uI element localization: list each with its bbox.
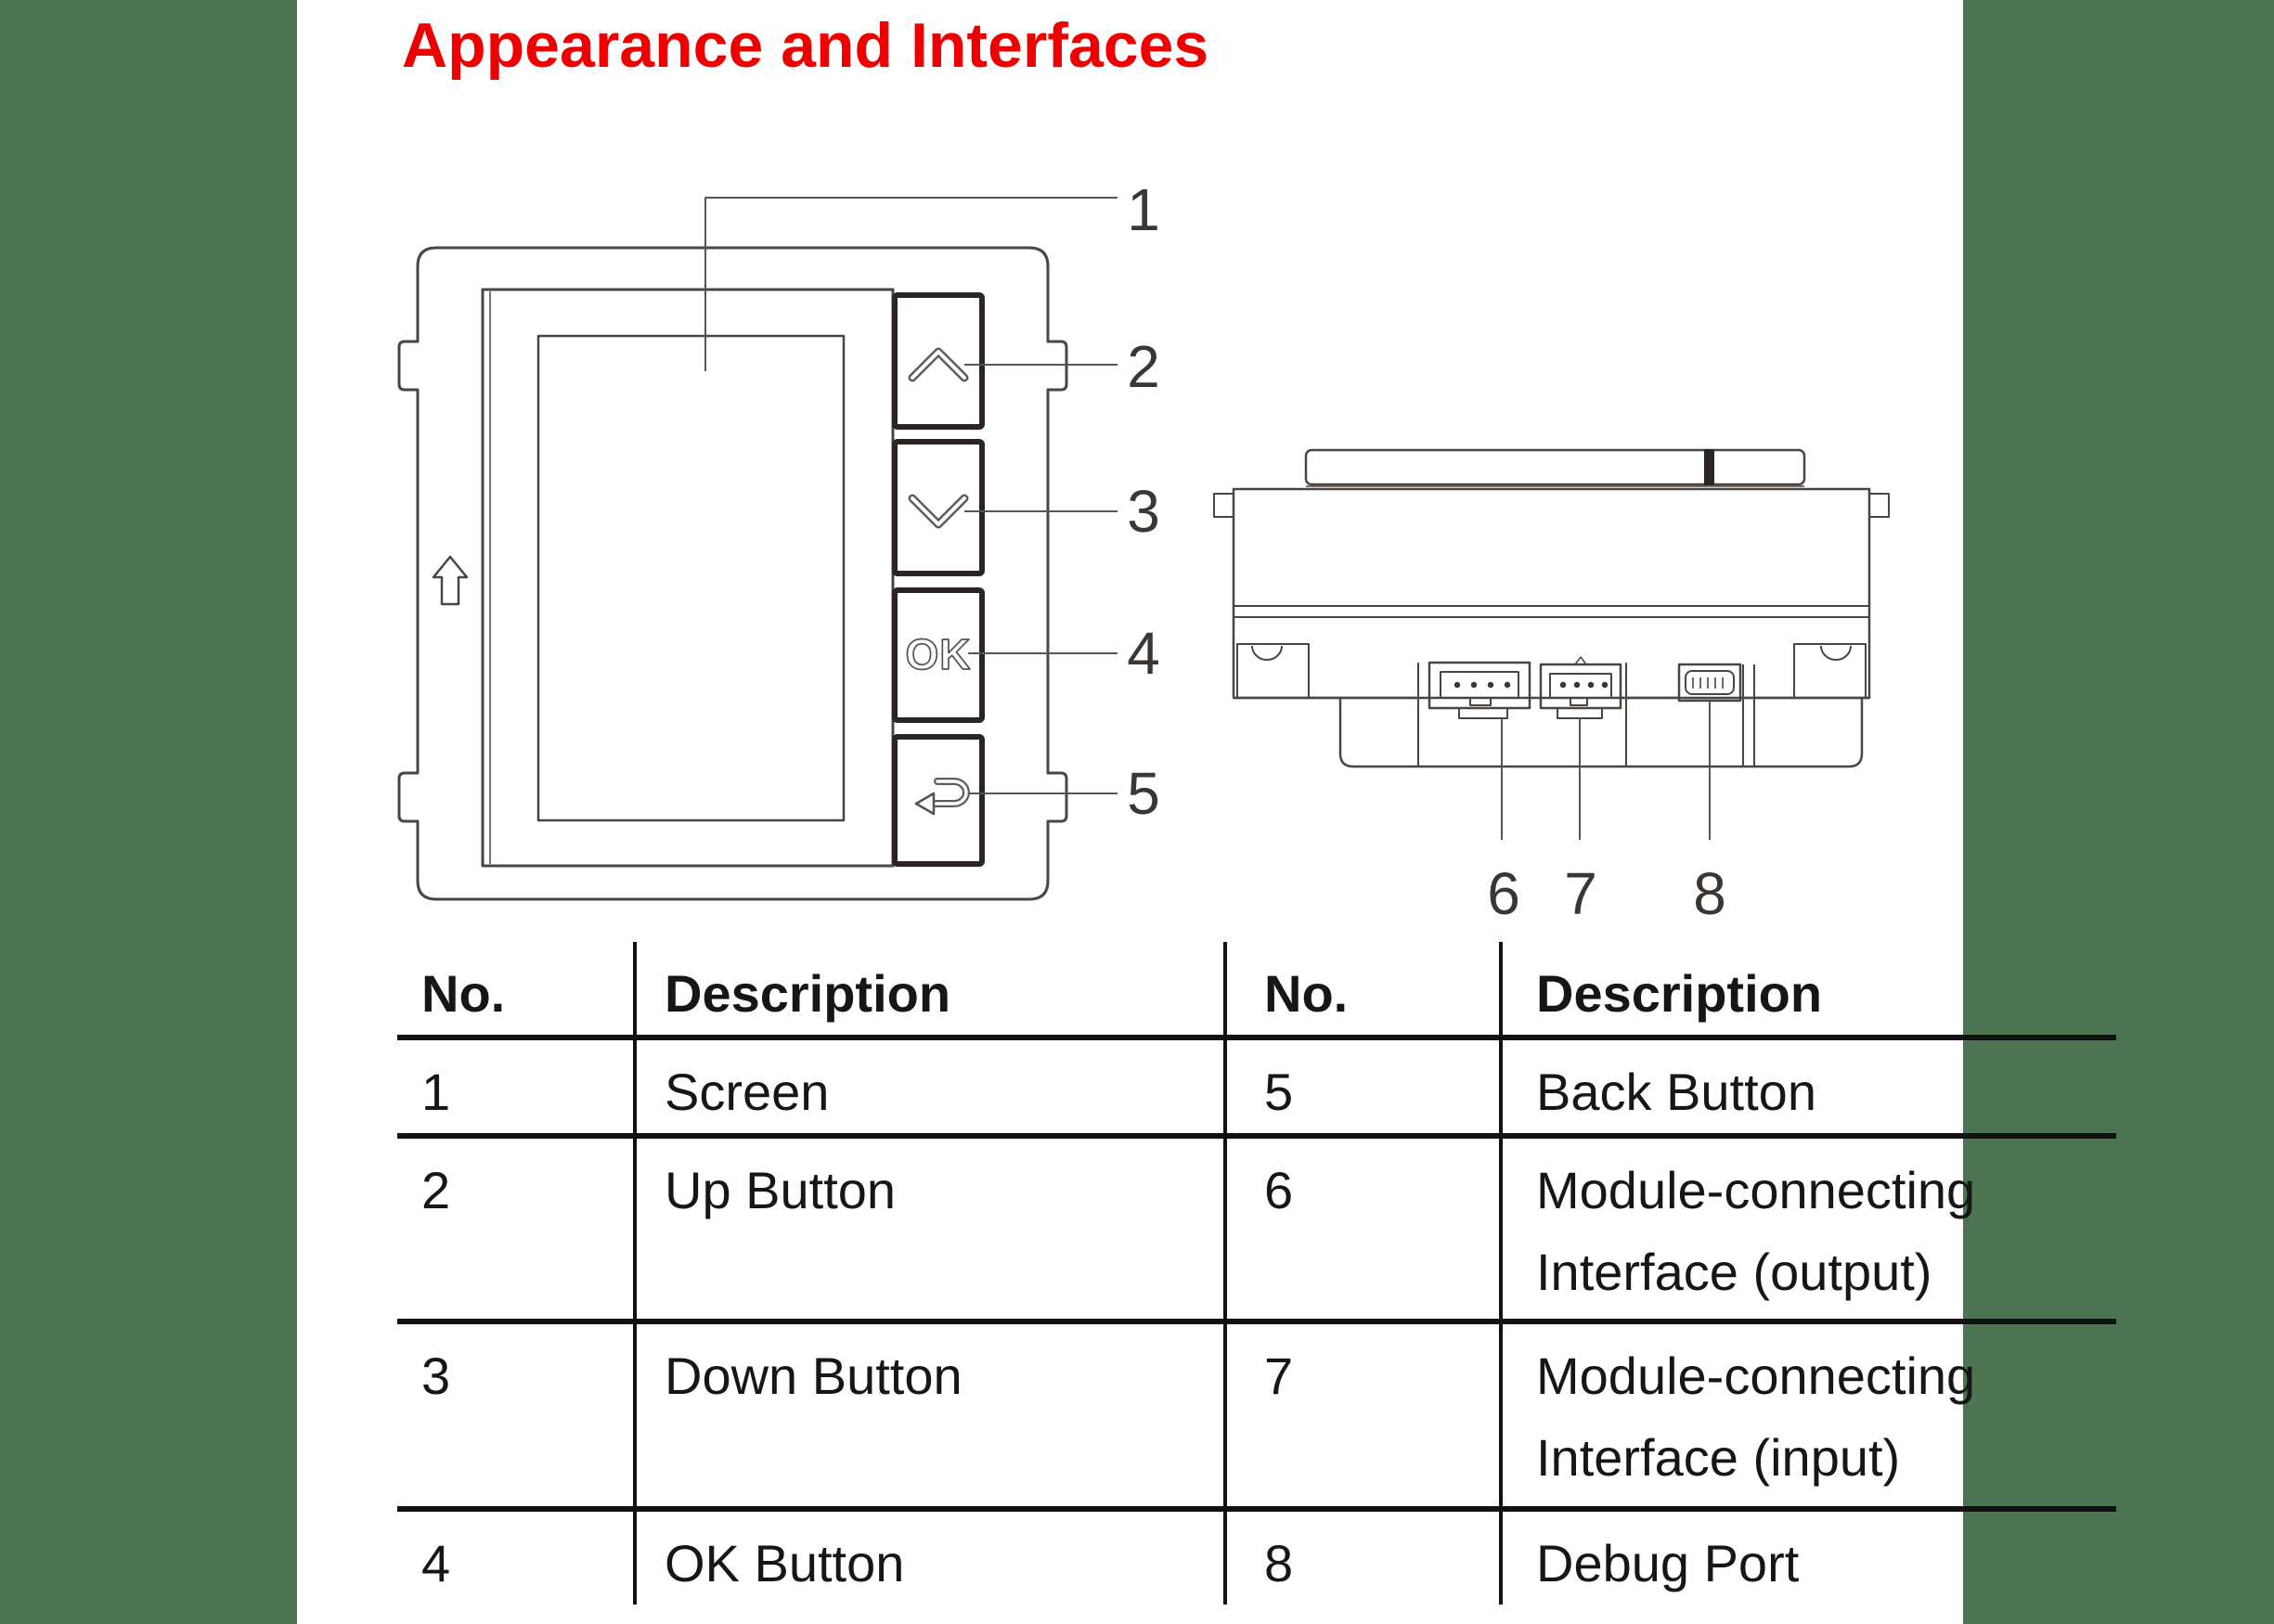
rear-cap (1304, 448, 1806, 486)
table-cell: 3 (421, 1347, 451, 1405)
table-cell: 1 (421, 1063, 451, 1121)
table-cell: 2 (421, 1161, 451, 1219)
table-row: 3 Down Button 7 Module-connecting Interf… (397, 1321, 2116, 1509)
table-cell: 6 (1223, 1136, 1501, 1321)
front-view-drawing: OK (397, 197, 1118, 901)
table-header-cell: No. (1223, 942, 1501, 1038)
table-cell: Module-connecting Interface (output) (1499, 1136, 2116, 1321)
button-down (892, 439, 985, 576)
callout-label-8: 8 (1693, 860, 1726, 927)
callout-label-3: 3 (1127, 478, 1160, 545)
table-row: 1 Screen 5 Back Button (397, 1038, 2116, 1136)
table-cell: Back Button (1499, 1038, 2116, 1136)
callout-label-2: 2 (1127, 333, 1160, 400)
callout-label-1: 1 (1127, 176, 1160, 243)
table-row: 2 Up Button 6 Module-connecting Interfac… (397, 1136, 2116, 1321)
chevron-down-icon (908, 494, 969, 529)
button-ok (892, 587, 985, 723)
orientation-up-arrow-icon (432, 555, 469, 606)
chevron-up-icon (908, 347, 969, 382)
module-frame (397, 246, 1068, 901)
table-cell: Down Button (633, 1321, 1225, 1509)
module-connecting-interface-input (1539, 656, 1622, 719)
table-cell: Debug Port (1499, 1509, 2116, 1605)
callout-label-6: 6 (1487, 860, 1520, 927)
table-header-cell: Description (633, 942, 1225, 1038)
side-view-drawing (1213, 448, 1890, 840)
table-cell: 4 (421, 1534, 451, 1592)
module-body (1232, 487, 1871, 700)
back-icon (914, 778, 970, 816)
button-up (892, 292, 985, 430)
ok-glyph: OK (906, 630, 972, 678)
page-title: Appearance and Interfaces (402, 10, 1209, 81)
screen (536, 334, 846, 822)
front-panel (481, 288, 895, 868)
callout-label-7: 7 (1564, 860, 1597, 927)
table-cell: 7 (1223, 1321, 1501, 1509)
table-row: 4 OK Button 8 Debug Port (397, 1509, 2116, 1605)
description-table: No. Description No. Description 1 Screen… (397, 942, 2116, 1605)
left-letterbox-bar (0, 0, 297, 1624)
table-cell: Module-connecting Interface (input) (1499, 1321, 2116, 1509)
table-cell: OK Button (633, 1509, 1225, 1605)
callout-label-4: 4 (1127, 620, 1160, 687)
table-header-cell: Description (1499, 942, 2116, 1038)
table-cell: 5 (1223, 1038, 1501, 1136)
table-cell: 8 (1223, 1509, 1501, 1605)
table-header-row: No. Description No. Description (397, 942, 2116, 1038)
table-header-cell: No. (421, 964, 506, 1023)
mounting-feet (1236, 643, 1867, 699)
table-cell: Screen (633, 1038, 1225, 1136)
debug-port (1677, 663, 1742, 702)
module-connecting-interface-output (1428, 661, 1531, 719)
callout-line-1 (704, 197, 1118, 371)
table-cell: Up Button (633, 1136, 1225, 1321)
callout-label-5: 5 (1127, 760, 1160, 827)
base-bracket (1338, 698, 1864, 768)
